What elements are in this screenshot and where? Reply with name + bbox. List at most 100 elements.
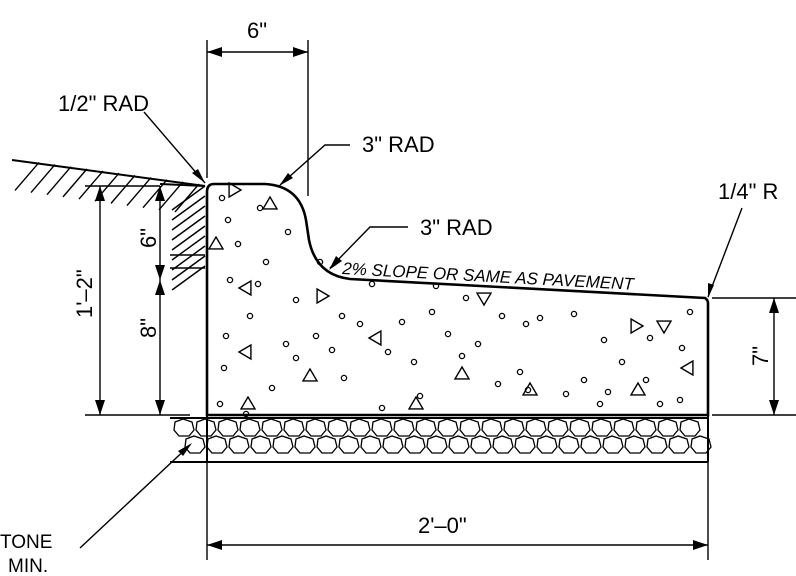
concrete-aggregate bbox=[207, 181, 694, 418]
aggregate-triangle bbox=[367, 329, 382, 347]
aggregate-triangle bbox=[453, 365, 471, 380]
stone-piece bbox=[415, 418, 437, 437]
hatch-stroke bbox=[171, 185, 206, 211]
aggregate-dot bbox=[356, 320, 364, 328]
hatch-stroke bbox=[142, 179, 168, 209]
stone-piece bbox=[316, 435, 338, 454]
stone-note-line1: TONE bbox=[0, 532, 52, 553]
stone-piece bbox=[646, 435, 668, 454]
curb-gutter-outline bbox=[205, 182, 710, 417]
dim-bottom-width-label: 2'–0" bbox=[418, 513, 467, 538]
aggregate-dot bbox=[444, 330, 452, 338]
gutter-rad-callout: 3" RAD bbox=[329, 215, 493, 270]
aggregate-dot bbox=[580, 376, 588, 384]
stone-piece bbox=[426, 435, 448, 454]
stone-piece bbox=[514, 435, 536, 454]
aggregate-dot bbox=[410, 358, 418, 366]
stone-piece bbox=[668, 435, 690, 454]
aggregate-dot bbox=[432, 282, 440, 290]
top-rad-label: 3" RAD bbox=[362, 132, 435, 157]
stone-piece bbox=[459, 418, 481, 437]
aggregate-dot bbox=[328, 346, 336, 354]
aggregate-dot bbox=[458, 352, 466, 360]
hatch-stroke bbox=[171, 265, 206, 291]
stone-piece bbox=[184, 435, 206, 454]
stone-piece bbox=[536, 435, 558, 454]
stone-piece bbox=[657, 418, 679, 437]
hatch-stroke bbox=[170, 254, 205, 269]
earth-hatching bbox=[11, 159, 206, 291]
aggregate-dot bbox=[494, 380, 502, 388]
aggregate-dot bbox=[216, 400, 224, 408]
hatch-stroke bbox=[110, 174, 136, 204]
dim-overall-height-label: 1'–2" bbox=[72, 269, 97, 318]
aggregate-dot bbox=[218, 194, 226, 202]
aggregate-dot bbox=[338, 312, 346, 320]
aggregate-dot bbox=[242, 410, 250, 418]
dim-curb-reveal-label: 6" bbox=[136, 228, 161, 248]
hatch-stroke bbox=[171, 235, 206, 261]
stone-piece bbox=[283, 418, 305, 437]
aggregate-dot bbox=[398, 318, 406, 326]
aggregate-dot bbox=[226, 276, 234, 284]
aggregate-triangle bbox=[301, 367, 319, 382]
stone-piece bbox=[448, 435, 470, 454]
half-rad-label: 1/2" RAD bbox=[58, 91, 149, 116]
aggregate-dot bbox=[254, 280, 262, 288]
aggregate-triangle bbox=[629, 381, 647, 396]
aggregate-dot bbox=[516, 368, 524, 376]
gutter-rad-label: 3" RAD bbox=[420, 215, 493, 240]
aggregate-triangle bbox=[630, 317, 645, 335]
hatch-stroke bbox=[171, 195, 206, 221]
aggregate-dot bbox=[284, 228, 292, 236]
aggregate-triangle bbox=[237, 343, 252, 361]
hatch-stroke bbox=[62, 168, 88, 198]
aggregate-dot bbox=[234, 240, 242, 248]
hatch-stroke bbox=[14, 161, 40, 191]
hatch-stroke bbox=[30, 164, 56, 194]
stone-piece bbox=[195, 418, 217, 437]
aggregate-dot bbox=[220, 364, 228, 372]
stone-piece bbox=[206, 435, 228, 454]
stone-piece bbox=[481, 418, 503, 437]
stone-piece bbox=[360, 435, 382, 454]
aggregate-triangle bbox=[679, 359, 694, 377]
stone-piece bbox=[338, 435, 360, 454]
stone-piece bbox=[690, 435, 712, 454]
half-rad-callout: 1/2" RAD bbox=[58, 91, 206, 184]
dim-bottom-width: 2'–0" bbox=[206, 462, 709, 560]
aggregate-dot bbox=[282, 340, 290, 348]
quarter-rad-callout: 1/4" R bbox=[707, 179, 778, 298]
aggregate-triangle bbox=[316, 287, 331, 305]
dim-gutter-depth-label: 7" bbox=[748, 346, 773, 366]
stone-piece bbox=[349, 418, 371, 437]
aggregate-dot bbox=[604, 388, 612, 396]
stone-piece bbox=[470, 435, 492, 454]
stone-piece bbox=[272, 435, 294, 454]
aggregate-dot bbox=[316, 258, 324, 266]
stone-piece bbox=[305, 418, 327, 437]
stone-piece bbox=[393, 418, 415, 437]
aggregate-dot bbox=[462, 294, 470, 302]
slope-note: 2% SLOPE OR SAME AS PAVEMENT bbox=[341, 259, 636, 294]
aggregate-triangle bbox=[207, 235, 225, 250]
aggregate-dot bbox=[292, 354, 300, 362]
stone-piece bbox=[679, 418, 701, 437]
stone-piece bbox=[294, 435, 316, 454]
hatch-stroke bbox=[158, 181, 184, 211]
aggregate-dot bbox=[676, 396, 684, 404]
stone-piece bbox=[173, 418, 195, 437]
hatch-stroke bbox=[171, 225, 206, 251]
aggregate-dot bbox=[474, 340, 482, 348]
stone-piece bbox=[492, 435, 514, 454]
stone-piece bbox=[580, 435, 602, 454]
stone-piece bbox=[613, 418, 635, 437]
dim-top-width: 6" bbox=[206, 18, 309, 196]
top-rad-callout: 3" RAD bbox=[279, 132, 435, 186]
aggregate-dot bbox=[312, 332, 320, 340]
stone-piece bbox=[591, 418, 613, 437]
dim-top-width-label: 6" bbox=[247, 18, 267, 43]
aggregate-triangle bbox=[239, 395, 257, 410]
aggregate-dot bbox=[536, 314, 544, 322]
